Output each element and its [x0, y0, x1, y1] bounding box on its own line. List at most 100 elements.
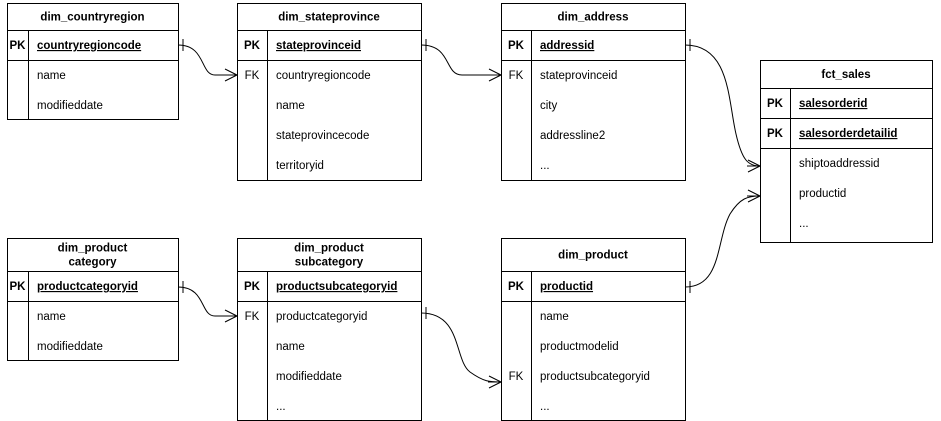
relationship-line[interactable]	[420, 312, 502, 383]
cardinality-many-marker	[747, 159, 761, 173]
attribute-name: stateprovincecode	[276, 130, 369, 142]
attribute-row[interactable]: name	[540, 311, 569, 323]
attribute-name: city	[540, 100, 558, 112]
primary-key-tag: PK	[10, 40, 27, 52]
attribute-name: ...	[276, 401, 286, 413]
attribute-row[interactable]: stateprovincecode	[276, 130, 369, 142]
attribute-name: salesorderid	[799, 98, 867, 110]
attribute-name: productsubcategoryid	[276, 281, 397, 293]
attribute-row[interactable]: productmodelid	[540, 341, 619, 353]
attribute-name: productid	[799, 188, 846, 200]
entity-border[interactable]	[501, 3, 686, 181]
attribute-name: territoryid	[276, 160, 324, 172]
relationship-line[interactable]	[684, 44, 761, 167]
relationship-dim_productsubcategory-to-dim_product[interactable]	[420, 307, 502, 389]
foreign-key-tag: FK	[245, 70, 260, 82]
cardinality-many-marker	[488, 375, 502, 389]
attribute-name: modifieddate	[276, 371, 342, 383]
relationship-dim_stateprovince-to-dim_address[interactable]	[420, 39, 502, 82]
cardinality-many-marker	[488, 68, 502, 82]
attribute-row[interactable]: name	[276, 341, 305, 353]
relationship-line[interactable]	[684, 195, 761, 288]
attribute-row[interactable]: FK countryregioncode	[245, 70, 371, 82]
attribute-name: ...	[540, 160, 550, 172]
cardinality-many-marker	[747, 189, 761, 203]
attribute-row[interactable]: ...	[276, 401, 286, 413]
attribute-row[interactable]: ...	[540, 401, 550, 413]
foreign-key-tag: FK	[245, 311, 260, 323]
attribute-row[interactable]: productid	[799, 188, 846, 200]
attribute-name: countryregioncode	[37, 40, 141, 52]
attribute-row[interactable]: ...	[799, 218, 809, 230]
entity-border[interactable]	[760, 60, 933, 243]
attribute-name: countryregioncode	[276, 70, 371, 82]
entity-title: dim_countryregion	[40, 12, 144, 24]
attribute-name: productcategoryid	[276, 311, 367, 323]
relationship-dim_countryregion-to-dim_stateprovince[interactable]	[177, 39, 238, 82]
entity-title: dim_product	[58, 243, 128, 255]
attribute-row[interactable]: FK productsubcategoryid	[509, 371, 650, 383]
attribute-row[interactable]: name	[37, 70, 66, 82]
attribute-name: name	[37, 311, 66, 323]
attribute-name: ...	[799, 218, 809, 230]
attribute-name: productcategoryid	[37, 281, 138, 293]
attribute-name: stateprovinceid	[276, 40, 361, 52]
relationship-dim_productcategory-to-dim_productsubcategory[interactable]	[177, 281, 238, 323]
cardinality-many-marker	[224, 309, 238, 323]
attribute-name: productsubcategoryid	[540, 371, 650, 383]
attribute-row[interactable]: addressline2	[540, 130, 605, 142]
attribute-name: addressline2	[540, 130, 605, 142]
attribute-row[interactable]: name	[37, 311, 66, 323]
relationship-dim_address-to-fct_sales[interactable]	[684, 39, 761, 173]
attribute-row[interactable]: PK productsubcategoryid	[237, 281, 422, 302]
primary-key-tag: PK	[508, 281, 525, 293]
relationship-dim_product-to-fct_sales[interactable]	[684, 189, 761, 293]
entity-border[interactable]	[7, 3, 179, 120]
attribute-row[interactable]: FK productcategoryid	[245, 311, 368, 323]
entity-title: dim_address	[558, 12, 629, 24]
attribute-name: stateprovinceid	[540, 70, 617, 82]
entity-border[interactable]	[237, 238, 422, 421]
primary-key-tag: PK	[767, 128, 784, 140]
entity-border[interactable]	[7, 238, 179, 361]
attribute-row[interactable]: PK productid	[501, 281, 686, 302]
attribute-row[interactable]: PK countryregioncode	[7, 40, 179, 61]
attribute-row[interactable]: modifieddate	[276, 371, 342, 383]
attribute-row[interactable]: PK addressid	[501, 40, 686, 61]
primary-key-tag: PK	[508, 40, 525, 52]
relationship-line[interactable]	[420, 44, 501, 76]
entity-title: dim_stateprovince	[278, 12, 380, 24]
foreign-key-tag: FK	[509, 371, 524, 383]
attribute-row[interactable]: territoryid	[276, 160, 324, 172]
entity-title: fct_sales	[821, 69, 870, 81]
cardinality-many-marker	[224, 68, 238, 82]
attribute-row[interactable]: modifieddate	[37, 100, 103, 112]
attribute-row[interactable]: city	[540, 100, 558, 112]
attribute-name: productid	[540, 281, 593, 293]
entity-border[interactable]	[501, 238, 686, 421]
attribute-name: addressid	[540, 40, 594, 52]
entity-border[interactable]	[237, 3, 422, 181]
attribute-row[interactable]: name	[276, 100, 305, 112]
attribute-row[interactable]: shiptoaddressid	[799, 158, 880, 170]
entity-title: dim_product	[558, 250, 628, 262]
attribute-name: ...	[540, 401, 550, 413]
primary-key-tag: PK	[244, 281, 261, 293]
attribute-name: name	[37, 70, 66, 82]
attribute-row[interactable]: modifieddate	[37, 341, 103, 353]
attribute-row[interactable]: ...	[540, 160, 550, 172]
